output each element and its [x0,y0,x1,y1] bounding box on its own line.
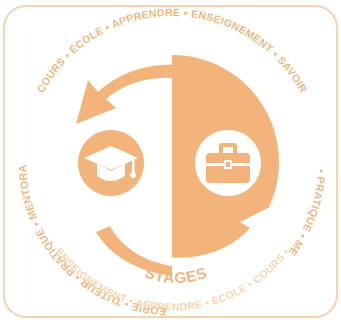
graduation-cap-icon [84,146,138,181]
work-circle [195,130,261,196]
student-circle [78,130,144,196]
alternance-arrow [76,64,252,124]
briefcase-icon [206,143,250,183]
outer-frame [3,5,338,318]
stages-label: STAGES [142,265,209,288]
stages-arrow-left-part [96,226,172,276]
